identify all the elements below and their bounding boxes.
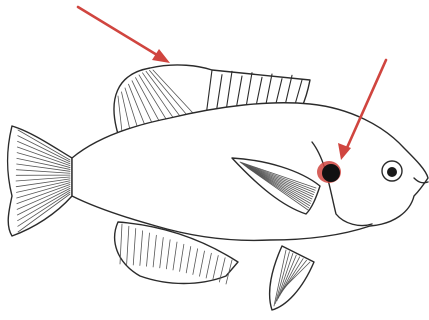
arrow-dorsal-spines <box>78 7 170 63</box>
fish-eye <box>382 161 402 181</box>
ear-spot <box>317 161 341 183</box>
caudal-fin <box>8 126 73 236</box>
pelvic-fin <box>270 246 314 310</box>
